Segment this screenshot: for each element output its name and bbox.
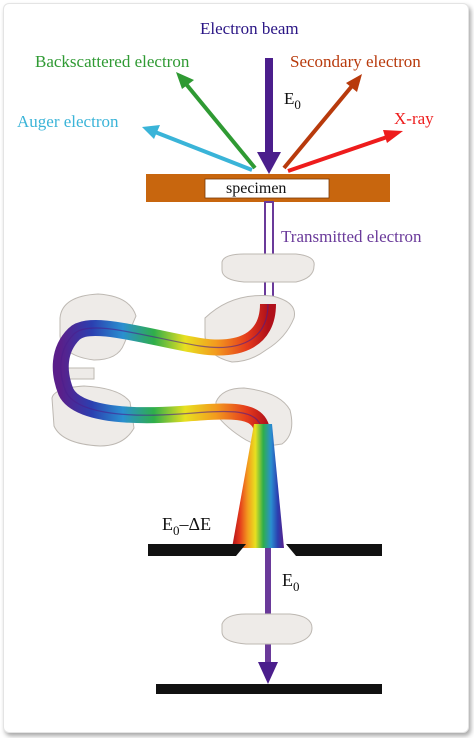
e0-top-label: E0	[284, 89, 301, 112]
slit-plate-right	[286, 544, 382, 556]
specimen-label-box	[204, 178, 330, 199]
detector-bar	[156, 684, 382, 694]
backscattered-label: Backscattered electron	[35, 52, 190, 71]
slit-plate-left	[148, 544, 246, 556]
e0-beam-arrowhead	[258, 662, 278, 684]
e0-bottom-label: E0	[282, 570, 300, 594]
xray-arrow	[287, 130, 403, 173]
lens-upper	[221, 253, 315, 283]
backscattered-arrow	[176, 72, 257, 170]
auger-arrow	[142, 125, 253, 172]
e0-minus-de-label: E0–ΔE	[162, 514, 212, 538]
e0-beam-lower	[265, 548, 271, 668]
electron-beam-arrow	[257, 58, 281, 174]
xray-label: X-ray	[394, 109, 434, 128]
dispersion-fan	[232, 424, 284, 548]
transmitted-label: Transmitted electron	[281, 227, 422, 246]
auger-label: Auger electron	[17, 112, 119, 131]
lens-lower	[221, 613, 313, 645]
specimen-label: specimen	[226, 180, 287, 197]
electron-beam-label: Electron beam	[200, 19, 299, 38]
secondary-arrow	[282, 74, 362, 170]
transmitted-beam	[264, 201, 274, 305]
secondary-label: Secondary electron	[290, 52, 421, 71]
